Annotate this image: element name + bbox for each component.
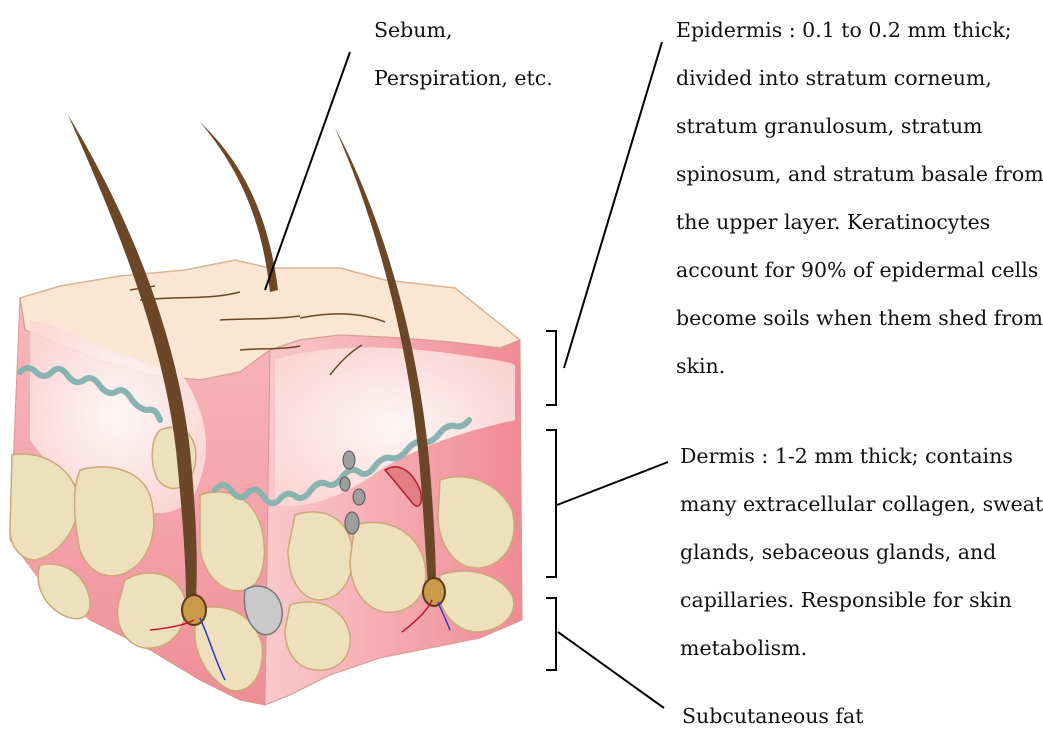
sebum-label: Sebum, Perspiration, etc.: [374, 6, 553, 102]
sebum-label-line: Perspiration, etc.: [374, 54, 553, 102]
epidermis-label-line: become soils when them shed from: [676, 294, 1043, 342]
brackets: [546, 331, 556, 670]
dermis-leader-line: [557, 462, 668, 505]
subcutaneous-fat-label-text: Subcutaneous fat: [682, 692, 863, 740]
epidermis-label-line: divided into stratum corneum,: [676, 54, 1043, 102]
epidermis-label-line: Epidermis : 0.1 to 0.2 mm thick;: [676, 6, 1043, 54]
epidermis-bracket: [546, 331, 556, 405]
sebum-label-line: Sebum,: [374, 6, 553, 54]
epidermis-label-line: skin.: [676, 342, 1043, 390]
epidermis-label-line: stratum granulosum, stratum: [676, 102, 1043, 150]
epidermis-leader-line: [564, 42, 662, 368]
dermis-label-line: metabolism.: [680, 624, 1043, 672]
epidermis-label-line: account for 90% of epidermal cells: [676, 246, 1043, 294]
dermis-label: Dermis : 1-2 mm thick; contains many ext…: [680, 432, 1043, 672]
subcutaneous-fat-label: Subcutaneous fat: [682, 692, 863, 740]
dermis-label-line: many extracellular collagen, sweat: [680, 480, 1043, 528]
sebum-leader-line: [265, 52, 350, 290]
dermis-label-line: Dermis : 1-2 mm thick; contains: [680, 432, 1043, 480]
fat-leader-line: [558, 632, 664, 708]
dermis-label-line: glands, sebaceous glands, and: [680, 528, 1043, 576]
epidermis-label-line: the upper layer. Keratinocytes: [676, 198, 1043, 246]
dermis-bracket: [546, 430, 556, 577]
epidermis-label-line: spinosum, and stratum basale from: [676, 150, 1043, 198]
epidermis-label: Epidermis : 0.1 to 0.2 mm thick; divided…: [676, 6, 1043, 390]
fat-bracket: [546, 598, 556, 670]
dermis-label-line: capillaries. Responsible for skin: [680, 576, 1043, 624]
